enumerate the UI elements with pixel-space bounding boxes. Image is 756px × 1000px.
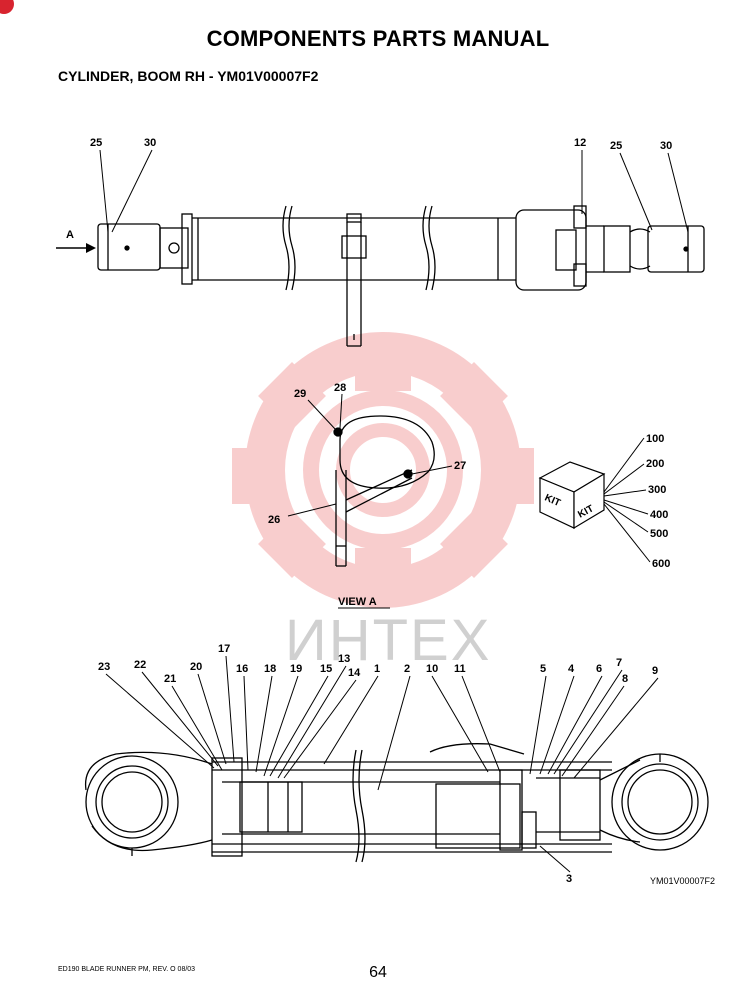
callout-20: 20	[190, 661, 202, 673]
part-reference: YM01V00007F2	[650, 876, 715, 886]
callout-100: 100	[646, 433, 664, 445]
footer-document-info: ED190 BLADE RUNNER PM, REV. O 08/03	[58, 966, 196, 973]
callout-17: 17	[218, 643, 230, 655]
callout-29: 29	[294, 388, 306, 400]
corner-badge	[0, 0, 14, 14]
section-view-callouts: 17 13 23 22 20 16 18 19 15 14 1 2 10 11 …	[98, 643, 715, 886]
callout-27: 27	[454, 460, 466, 472]
page-title: COMPONENTS PARTS MANUAL	[206, 26, 550, 51]
watermark-text: ИНТЕХ	[285, 608, 491, 673]
callout-19: 19	[290, 663, 302, 675]
callout-15: 15	[320, 663, 332, 675]
callout-6: 6	[596, 663, 602, 675]
view-a-callouts: 29 28 27 26 VIEW A	[268, 382, 466, 609]
callout-400: 400	[650, 509, 668, 521]
callout-18: 18	[264, 663, 276, 675]
callout-21: 21	[164, 673, 176, 685]
callout-23: 23	[98, 661, 110, 673]
callout-16: 16	[236, 663, 248, 675]
callout-30-left: 30	[144, 137, 156, 149]
top-view-callouts: 25 30 12 25 30	[90, 137, 689, 233]
callout-600: 600	[652, 558, 670, 570]
callout-300: 300	[648, 484, 666, 496]
callout-11: 11	[454, 663, 466, 675]
callout-5: 5	[540, 663, 546, 675]
callout-25-left: 25	[90, 137, 102, 149]
callout-14: 14	[348, 667, 361, 679]
callout-500: 500	[650, 528, 668, 540]
kit-callouts: 100 200 300 400 500 600	[603, 433, 670, 570]
callout-4: 4	[568, 663, 575, 675]
callout-2: 2	[404, 663, 410, 675]
callout-10: 10	[426, 663, 438, 675]
callout-13: 13	[338, 653, 350, 665]
callout-8: 8	[622, 673, 628, 685]
callout-1: 1	[374, 663, 380, 675]
callout-12: 12	[574, 137, 586, 149]
page-number: 64	[369, 964, 387, 981]
callout-28: 28	[334, 382, 346, 394]
arrow-label: A	[66, 229, 74, 241]
kit-box: KIT KIT	[538, 461, 606, 530]
callout-7: 7	[616, 657, 622, 669]
callout-9: 9	[652, 665, 658, 677]
callout-25-right: 25	[610, 140, 622, 152]
view-a-label: VIEW A	[338, 596, 377, 608]
view-a-drawing	[333, 415, 435, 567]
page-subtitle: CYLINDER, BOOM RH - YM01V00007F2	[58, 68, 319, 84]
section-view-cylinder	[84, 743, 709, 863]
callout-200: 200	[646, 458, 664, 470]
view-a-arrow: A	[56, 229, 96, 253]
callout-22: 22	[134, 659, 146, 671]
top-view-cylinder	[97, 205, 705, 347]
callout-26: 26	[268, 514, 280, 526]
callout-3: 3	[566, 873, 572, 885]
callout-30-right: 30	[660, 140, 672, 152]
watermark-logo	[232, 332, 534, 608]
